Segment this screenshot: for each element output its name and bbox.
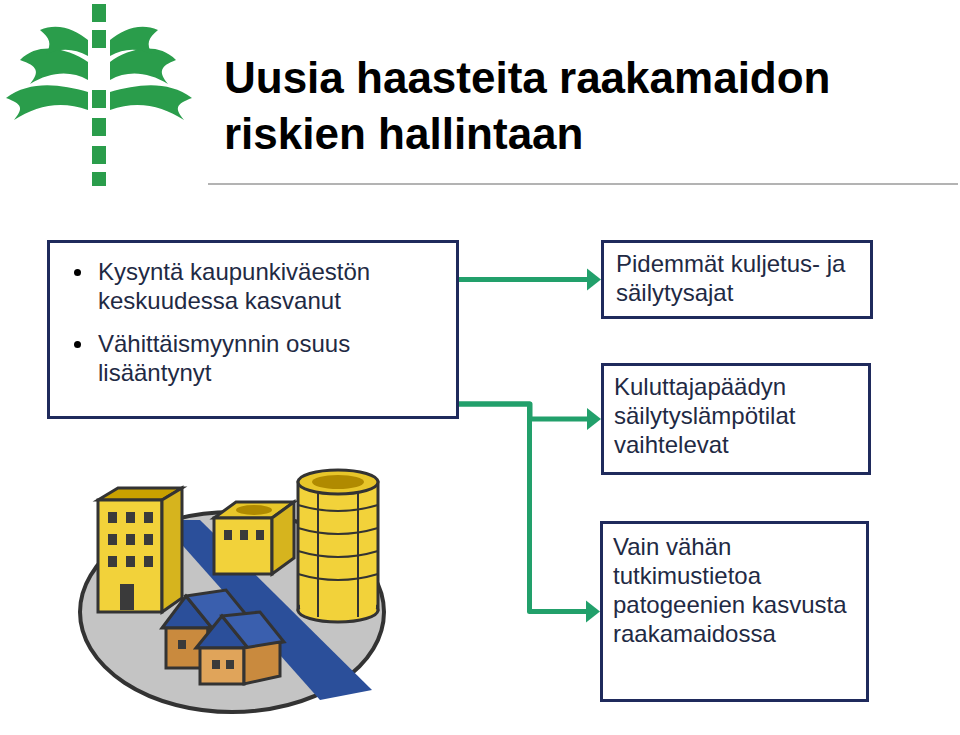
city-illustration	[80, 470, 384, 712]
arrow-line	[459, 404, 590, 612]
box-text: Vähittäismyynnin osuus lisääntynyt	[98, 329, 442, 387]
effect-box: Pidemmät kuljetus- ja säilytysajat	[601, 240, 873, 319]
box-text: Pidemmät kuljetus- ja säilytysajat	[616, 249, 860, 307]
slide-title: Uusia haasteita raakamaidon riskien hall…	[224, 50, 924, 162]
box-text: Kuluttajapäädyn säilytyslämpötilat vaiht…	[614, 372, 858, 459]
arrow-line	[459, 277, 591, 282]
cause-box: Kysyntä kaupunkiväestön keskuudessa kasv…	[47, 240, 459, 419]
arrow-head	[586, 601, 600, 623]
university-logo	[6, 4, 192, 186]
box-text: Vain vähän tutkimustietoa patogeenien ka…	[613, 532, 856, 648]
bullet-item: Kysyntä kaupunkiväestön keskuudessa kasv…	[64, 257, 442, 315]
arrow-head	[587, 269, 601, 291]
title-rule	[208, 183, 958, 185]
bullet-item: Vähittäismyynnin osuus lisääntynyt	[64, 329, 442, 387]
bullet-dot	[74, 341, 81, 348]
arrow-head	[587, 408, 601, 430]
arrow-connector	[459, 269, 601, 291]
effect-box: Vain vähän tutkimustietoa patogeenien ka…	[600, 521, 869, 702]
bullet-dot	[74, 269, 81, 276]
effect-box: Kuluttajapäädyn säilytyslämpötilat vaiht…	[601, 363, 871, 475]
arrow-connector	[459, 404, 600, 623]
box-text: Kysyntä kaupunkiväestön keskuudessa kasv…	[98, 257, 442, 315]
